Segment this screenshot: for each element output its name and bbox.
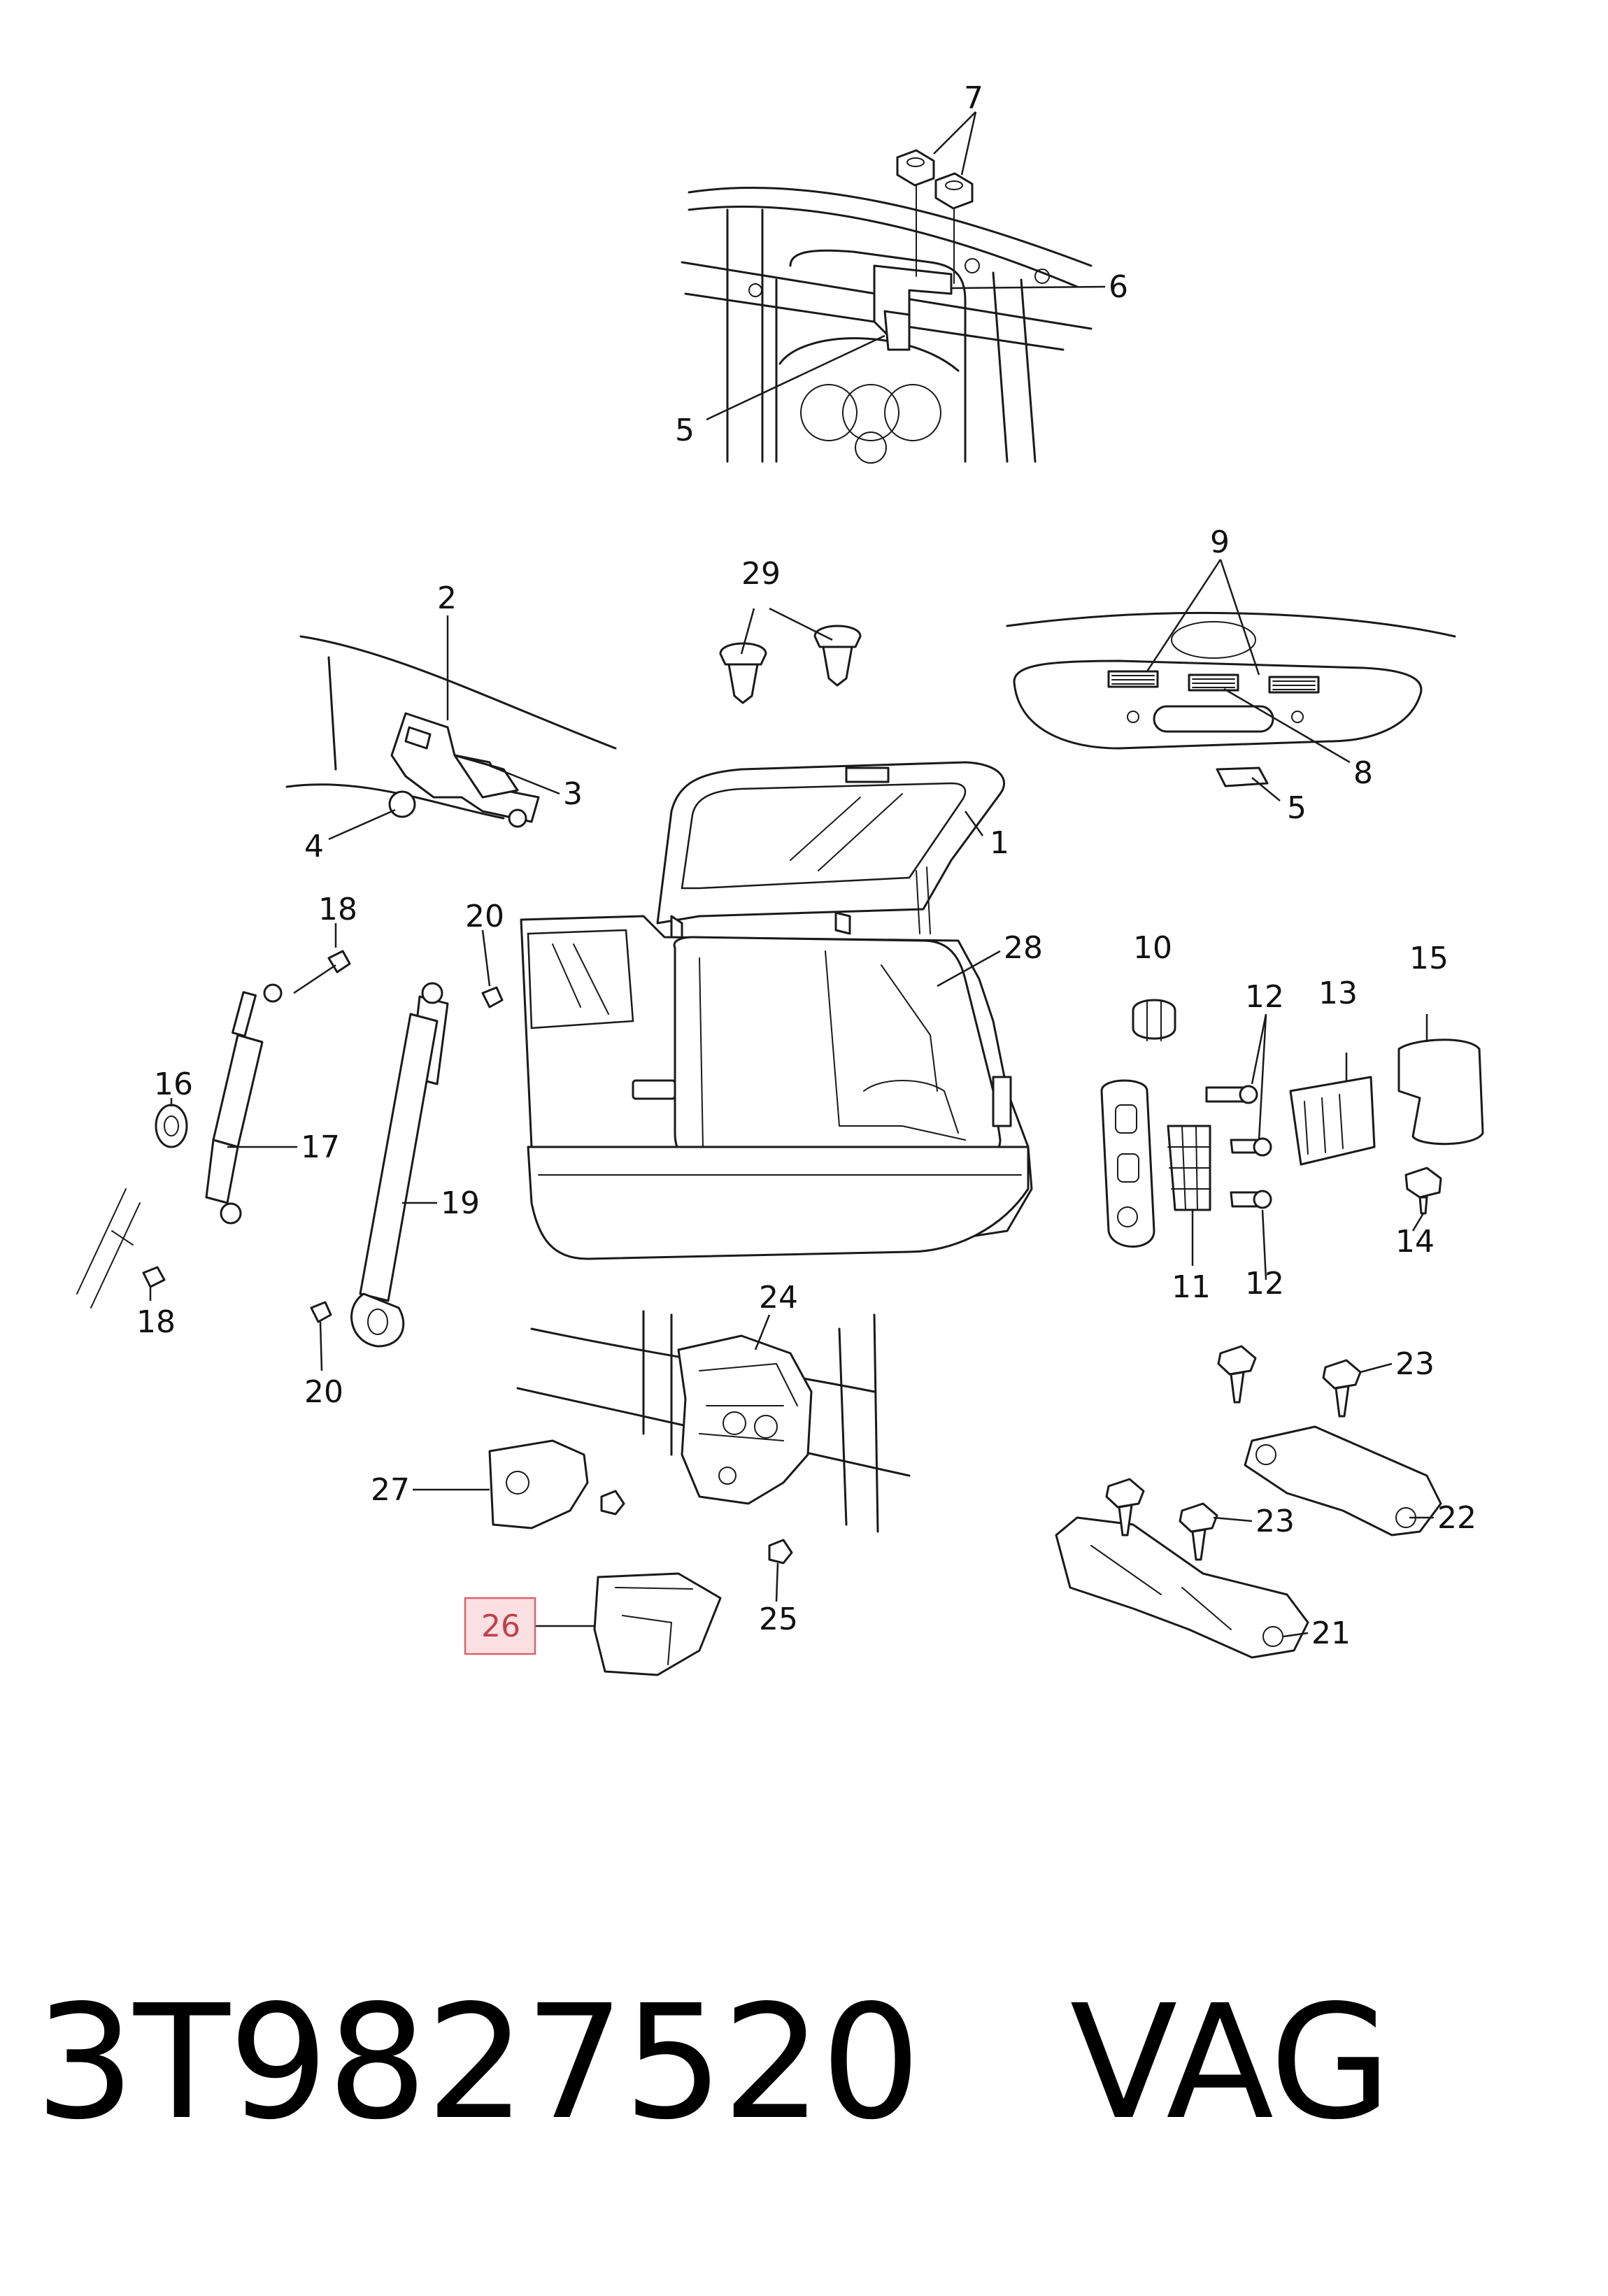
callout-3: 3 [563,776,583,812]
callout-4: 4 [304,829,324,864]
callout-1: 1 [990,825,1009,861]
buffer-assembly [1100,999,1484,1248]
callout-22: 22 [1437,1500,1477,1536]
callout-5: 5 [675,413,695,448]
screw-icon [1179,1502,1218,1561]
callout-18: 18 [318,892,357,927]
brand-label: VAG [1069,1971,1392,2155]
screw-icon [1322,1359,1362,1418]
callout-labels: 7 6 5 2 3 4 29 9 8 5 1 28 10 12 13 15 11… [136,80,1477,1651]
callout-25: 25 [759,1602,798,1637]
callout-9: 9 [1210,525,1230,560]
nut-icon [896,149,935,187]
callout-27: 27 [371,1472,410,1508]
screw-icon [1105,1478,1145,1536]
callout-20: 20 [465,899,504,934]
lock-assembly [488,1310,911,1676]
hinge-assembly [285,635,617,828]
gas-strut-right [310,982,504,1348]
callout-23: 23 [1255,1504,1295,1539]
callout-6: 6 [1109,269,1128,305]
clip-icon [813,625,862,687]
lower-hinge-assembly [1055,1345,1442,1659]
callout-7: 7 [964,80,983,116]
screw-icon [1217,1345,1257,1404]
callout-26-highlight[interactable]: 26 [464,1597,536,1655]
callout-15: 15 [1409,941,1449,976]
callout-12: 12 [1245,1266,1284,1302]
callout-28: 28 [1004,930,1043,966]
callout-2: 2 [437,580,457,616]
lock-cover-part-26[interactable] [593,1572,722,1676]
exploded-parts-diagram: 7 6 5 2 3 4 29 9 8 5 1 28 10 12 13 15 11… [76,80,1484,1676]
callout-10: 10 [1133,930,1172,966]
callout-24: 24 [759,1280,798,1315]
callout-19: 19 [441,1185,480,1221]
callout-14: 14 [1395,1224,1435,1260]
callout-26: 26 [481,1609,520,1644]
callout-23: 23 [1395,1346,1435,1382]
callout-5: 5 [1287,790,1307,826]
callout-29: 29 [741,556,781,592]
clip-icon [719,642,767,704]
part-number: 3T9827520 [35,1971,921,2155]
leader-lines [149,111,1434,1638]
nut-icon [934,172,974,210]
highlight-box [464,1597,536,1655]
part-number-footer: 3T9827520 VAG [35,1958,1574,2168]
callout-8: 8 [1353,755,1373,791]
callout-17: 17 [301,1129,340,1165]
callout-18: 18 [136,1304,176,1340]
vehicle-rear-view [520,761,1033,1260]
callout-11: 11 [1172,1269,1211,1305]
callout-20: 20 [304,1374,343,1410]
callout-21: 21 [1311,1616,1351,1651]
callout-13: 13 [1318,976,1358,1011]
callout-12: 12 [1245,979,1284,1015]
callout-16: 16 [154,1067,193,1102]
tailgate-handle-panel [1006,611,1456,787]
inset-striker-mount [681,149,1093,464]
